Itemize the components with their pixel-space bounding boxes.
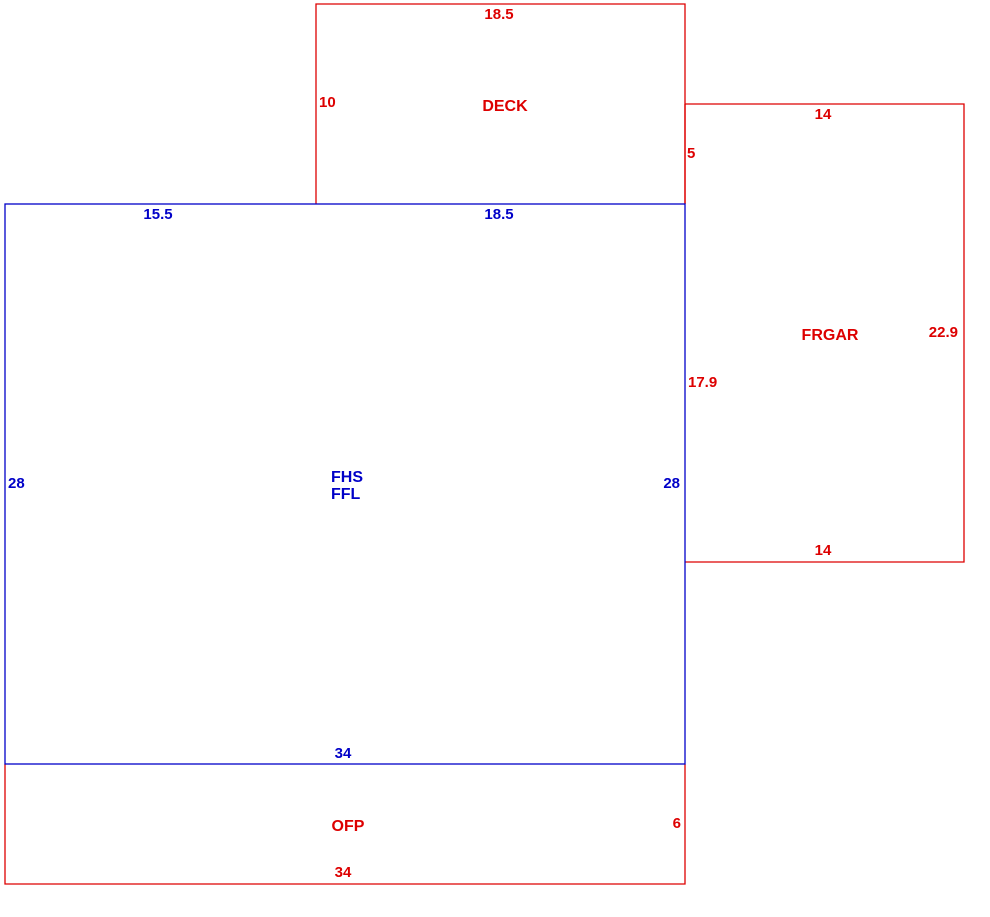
frgar-bottom-dimension: 14 — [815, 542, 832, 559]
frgar-outline — [685, 103, 965, 563]
frgar-label: FRGAR — [802, 327, 859, 344]
fhs-top-right-dimension: 18.5 — [484, 206, 513, 223]
frgar-left-dimension: 17.9 — [688, 374, 717, 391]
fhs-area: 15.5 18.5 28 28 FHS FFL 34 — [4, 203, 686, 765]
ofp-outline — [4, 764, 686, 885]
fhs-label-line2: FFL — [331, 486, 361, 503]
ofp-bottom-dimension: 34 — [335, 864, 352, 881]
deck-right-dimension: 5 — [687, 145, 695, 162]
fhs-right-dimension: 28 — [663, 475, 680, 492]
ofp-label: OFP — [332, 818, 365, 835]
deck-top-dimension: 18.5 — [484, 6, 513, 23]
fhs-left-dimension: 28 — [8, 475, 25, 492]
fhs-outline — [4, 203, 686, 765]
frgar-right-dimension: 22.9 — [929, 324, 958, 341]
frgar-top-dimension: 14 — [815, 106, 832, 123]
ofp-area: OFP 6 34 — [4, 764, 686, 885]
deck-label: DECK — [482, 98, 528, 115]
fhs-top-left-dimension: 15.5 — [143, 206, 172, 223]
frgar-area: 14 FRGAR 22.9 17.9 14 — [684, 103, 965, 563]
fhs-label-line1: FHS — [331, 469, 363, 486]
deck-left-dimension: 10 — [319, 94, 336, 111]
deck-area: 18.5 10 DECK 5 — [315, 3, 695, 204]
fhs-bottom-dimension: 34 — [335, 745, 352, 762]
ofp-right-dimension: 6 — [673, 815, 681, 832]
